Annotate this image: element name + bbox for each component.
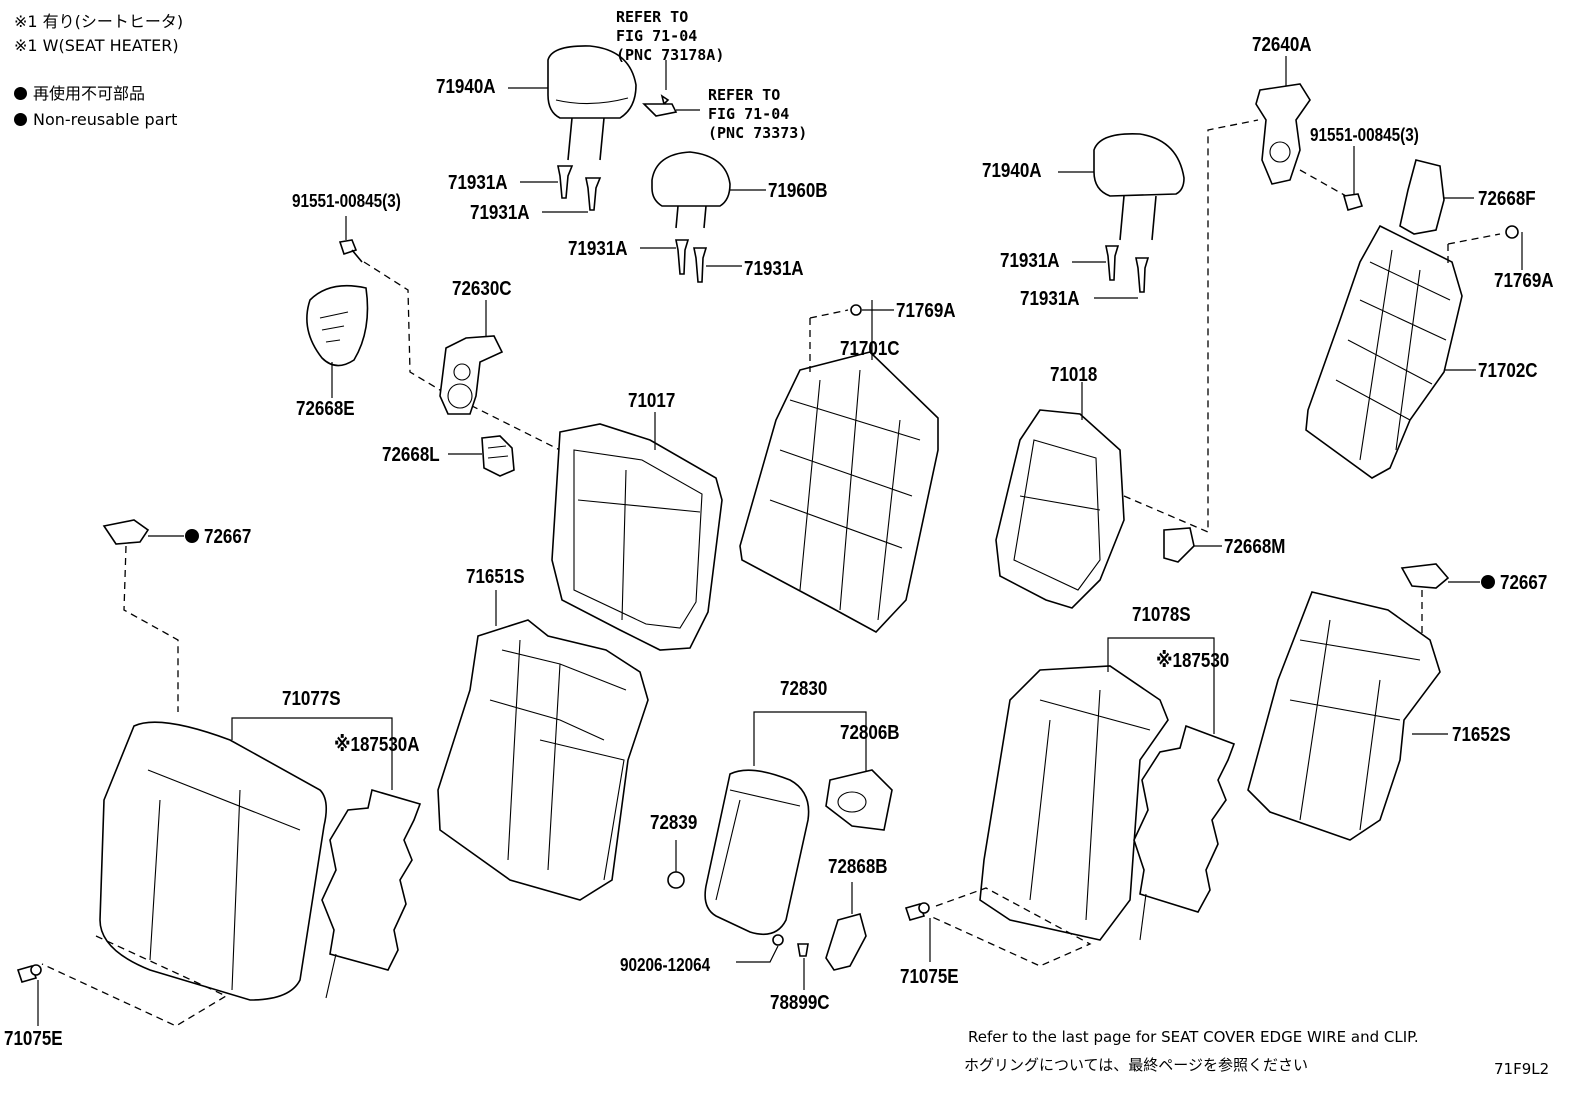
part-label: 72868B [828, 856, 888, 878]
part-label: 71940A [436, 76, 496, 98]
part-label: 78899C [770, 992, 830, 1014]
part-label: 72668E [296, 398, 355, 420]
part-label: 71931A [1000, 250, 1060, 272]
part-label: 72667 [204, 526, 252, 548]
headrest-left [508, 45, 637, 161]
refer-line: (PNC 73373) [708, 124, 808, 142]
part-label: 71078S [1132, 604, 1191, 626]
part-label: 71075E [4, 1028, 63, 1050]
cushion-72839 [667, 840, 685, 889]
figure-code: 71F9L2 [1494, 1060, 1550, 1078]
part-label: 90206-12064 [620, 955, 711, 975]
part-label: 71960B [768, 180, 828, 202]
legend-heater-jp: ※1 有り(シートヒータ) [14, 12, 184, 31]
part-label: 71652S [1452, 724, 1511, 746]
armrest-72830 [704, 711, 867, 936]
headrest-middle [640, 151, 766, 283]
part-label: 72630C [452, 278, 512, 300]
frame-71018 [995, 382, 1125, 609]
heater-187530A [321, 788, 422, 999]
legend-nonreusable-jp: 再使用不可部品 [14, 84, 145, 104]
cushion-71077S [41, 717, 393, 1027]
headrest-right [1058, 133, 1185, 299]
board-71701C [739, 300, 939, 633]
part-label: 72830 [780, 678, 828, 700]
part-label: 71940A [982, 160, 1042, 182]
part-label: 71017 [628, 390, 676, 412]
part-label: 71931A [1020, 288, 1080, 310]
part-label: 71018 [1050, 364, 1098, 386]
nonreusable-jp-text: 再使用不可部品 [33, 84, 146, 103]
part-label: 72668M [1224, 536, 1286, 558]
part-label: 71769A [896, 300, 956, 322]
refer-line: FIG 71-04 [708, 105, 790, 123]
part-label: 91551-00845(3) [292, 191, 401, 211]
part-label: 72839 [650, 812, 698, 834]
part-label: ※187530 [1156, 650, 1230, 672]
refer-line: (PNC 73178A) [616, 46, 725, 64]
part-label: 71769A [1494, 270, 1554, 292]
nonreusable-en-text: Non-reusable part [33, 110, 178, 129]
nonreusable-dot-icon [14, 113, 27, 126]
part-label: 71931A [470, 202, 530, 224]
nonreusable-dot-icon [14, 87, 27, 100]
seatback-cover-71652S [1247, 591, 1448, 841]
part-label: 71077S [282, 688, 341, 710]
cushion-71078S [929, 637, 1215, 967]
screw-71075E-left [16, 964, 42, 1026]
part-label: 71701C [840, 338, 900, 360]
part-label: 71931A [744, 258, 804, 280]
bracket-72668M [1123, 119, 1259, 563]
part-label: 91551-00845(3) [1310, 125, 1419, 145]
clip-72667-right [1400, 563, 1495, 640]
cover-72668E [306, 284, 369, 398]
cupholder-72806B [825, 769, 893, 831]
part-label: 71931A [448, 172, 508, 194]
part-label: 71651S [466, 566, 525, 588]
heater-187530 [1133, 724, 1236, 941]
refer-line: REFER TO [708, 86, 781, 104]
part-label: ※187530A [334, 734, 420, 756]
clip-72667-left [102, 519, 199, 712]
part-label: 71702C [1478, 360, 1538, 382]
cover-72668F [1399, 159, 1474, 235]
part-label: 71931A [568, 238, 628, 260]
footer-note-en: Refer to the last page for SEAT COVER ED… [968, 1028, 1419, 1046]
clip-90206 [736, 934, 784, 963]
part-label: 72668L [382, 444, 440, 466]
seatback-cover-71651S [437, 590, 649, 901]
part-label: 72668F [1478, 188, 1536, 210]
clip-78899C [797, 943, 809, 990]
legend-nonreusable-en: Non-reusable part [14, 110, 177, 130]
refer-line: FIG 71-04 [616, 27, 698, 45]
legend-heater-en: ※1 W(SEAT HEATER) [14, 36, 179, 55]
part-label: 72806B [840, 722, 900, 744]
part-label: 72640A [1252, 34, 1312, 56]
screw-71075E-mid [904, 902, 931, 962]
recliner-72630C [439, 300, 504, 415]
bolt-left [338, 216, 561, 451]
part-label: 71075E [900, 966, 959, 988]
footer-note-jp: ホグリングについては、最終ページを参照ください [964, 1056, 1308, 1074]
part-label: 72667 [1500, 572, 1548, 594]
board-71702C [1305, 224, 1523, 479]
bracket-72668L [448, 435, 515, 477]
recliner-72640A [1255, 56, 1347, 197]
headrest-guides-left [520, 165, 602, 213]
cover-72868B [825, 882, 867, 971]
frame-71017 [551, 412, 723, 651]
bolt-right [1342, 146, 1364, 211]
refer-line: REFER TO [616, 8, 689, 26]
